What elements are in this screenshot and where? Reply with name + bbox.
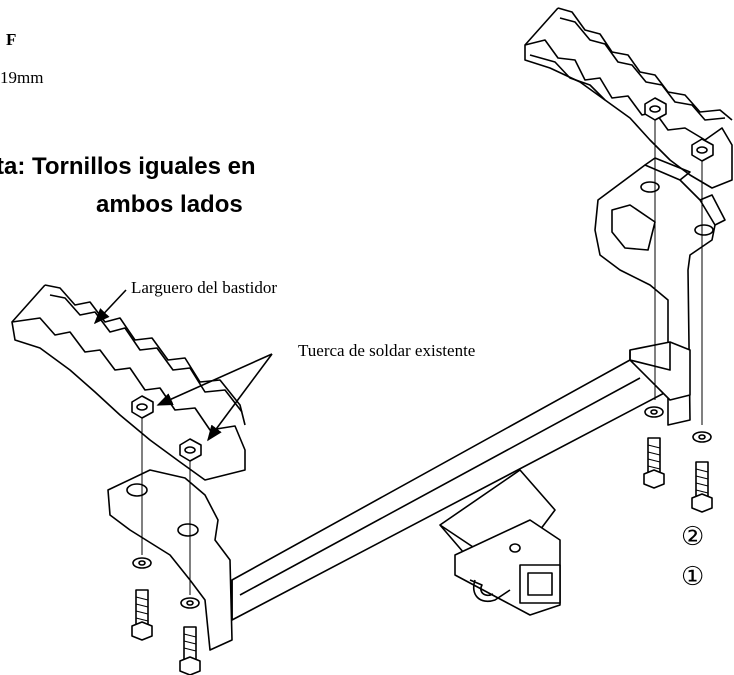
left-weld-nut-2	[179, 438, 202, 462]
receiver-assembly	[439, 469, 561, 616]
right-weld-nut-1	[644, 97, 667, 121]
right-frame-rail	[524, 7, 733, 189]
cross-tube	[231, 341, 691, 621]
frame-rail-callout: Larguero del bastidor	[131, 278, 278, 297]
legend-number-2: ②	[681, 522, 705, 552]
weld-nut-callout: Tuerca de soldar existente	[298, 341, 476, 360]
left-bolt-1	[131, 557, 153, 641]
left-bolt-2	[179, 597, 201, 675]
legend-number-1: ①	[681, 562, 705, 592]
left-weld-nut-1	[131, 395, 154, 419]
bolt-axis-lines	[141, 120, 703, 595]
left-bracket	[107, 469, 233, 651]
size-label: 19mm	[0, 68, 44, 87]
right-weld-nut-2	[691, 138, 714, 162]
callout-arrows	[93, 289, 273, 442]
right-bolt-1	[643, 406, 665, 489]
note-line-1: ta: Tornillos iguales en	[0, 153, 256, 180]
note-line-2: ambos lados	[96, 191, 243, 218]
grade-label: F	[6, 30, 17, 49]
right-bolt-2	[691, 431, 713, 513]
